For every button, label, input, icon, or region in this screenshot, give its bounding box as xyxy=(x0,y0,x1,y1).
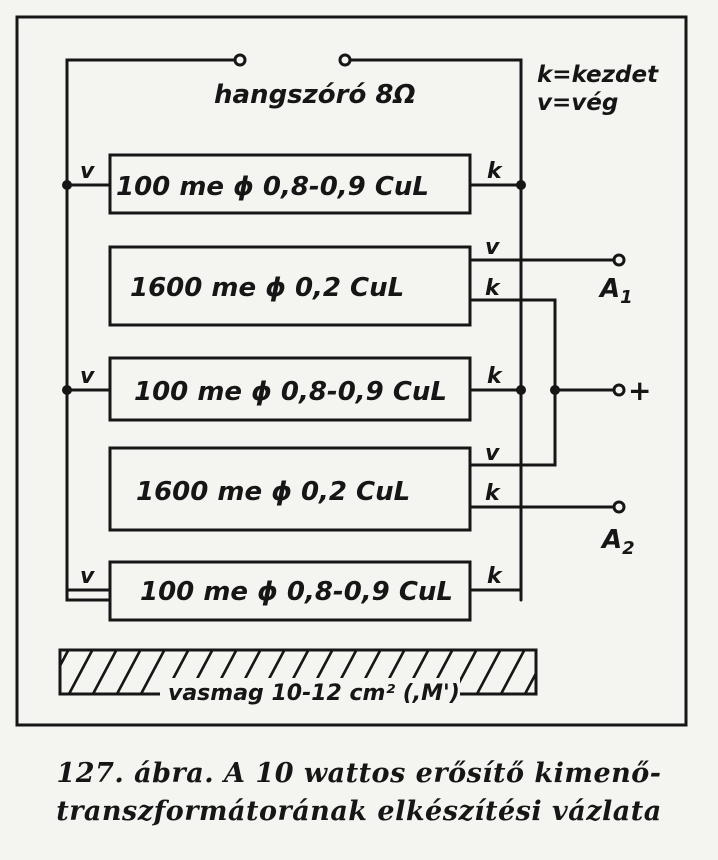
junction-w3-left xyxy=(62,385,72,395)
w3-left-end: v xyxy=(80,364,95,389)
winding-3-box xyxy=(108,356,472,422)
terminal-a2 xyxy=(612,500,626,514)
iron-core-label-bg xyxy=(160,678,460,704)
speaker-wire-top-left xyxy=(65,58,237,99)
winding-5-label: 100 me ɸ 0,8-0,9 CuL xyxy=(140,577,453,607)
junction-bus xyxy=(550,385,560,395)
junction-w3-right xyxy=(516,385,526,395)
winding-3-label: 100 me ɸ 0,8-0,9 CuL xyxy=(134,377,447,407)
w2-k-to-bus xyxy=(468,298,557,467)
w4-right-top: v xyxy=(485,441,500,466)
junction-w1-right xyxy=(516,180,526,190)
w2-right-top: v xyxy=(485,235,500,260)
w2-right-bottom: k xyxy=(485,276,501,301)
terminal-a1-label: A1 xyxy=(598,274,633,308)
w5-right-end: k xyxy=(487,564,503,589)
terminal-a2-label: A2 xyxy=(600,525,635,559)
terminal-a1 xyxy=(612,253,626,267)
speaker-wire-left xyxy=(65,95,112,602)
winding-5-box xyxy=(108,560,472,622)
junction-w1-left xyxy=(62,180,72,190)
legend-end: v=vég xyxy=(537,90,618,116)
legend-start: k=kezdet xyxy=(537,62,659,88)
iron-core-label: vasmag 10-12 cm² (,M') xyxy=(168,681,460,706)
w3-right-end: k xyxy=(487,364,503,389)
winding-4-label: 1600 me ɸ 0,2 CuL xyxy=(136,477,410,507)
caption-line-2: transzformátorának elkészítési vázlata xyxy=(56,796,662,827)
winding-1-label: 100 me ɸ 0,8-0,9 CuL xyxy=(116,172,429,202)
winding-2-box xyxy=(108,245,472,327)
winding-1-box xyxy=(108,153,472,215)
caption-line-1: 127. ábra. A 10 wattos erősítő kimenő- xyxy=(56,758,662,789)
w1-right-end: k xyxy=(487,159,503,184)
w4-right-bottom: k xyxy=(485,481,501,506)
speaker-terminal-right xyxy=(338,53,352,67)
winding-4-box xyxy=(108,446,472,532)
speaker-label: hangszóró 8Ω xyxy=(214,80,416,110)
outer-frame xyxy=(15,15,688,727)
terminal-plus-label: + xyxy=(628,374,651,407)
terminal-plus xyxy=(612,383,626,397)
speaker-terminal-left xyxy=(233,53,247,67)
w5-left-end: v xyxy=(80,564,95,589)
winding-2-label: 1600 me ɸ 0,2 CuL xyxy=(130,273,404,303)
w1-left-end: v xyxy=(80,159,95,184)
speaker-wire-top-right xyxy=(343,58,523,602)
